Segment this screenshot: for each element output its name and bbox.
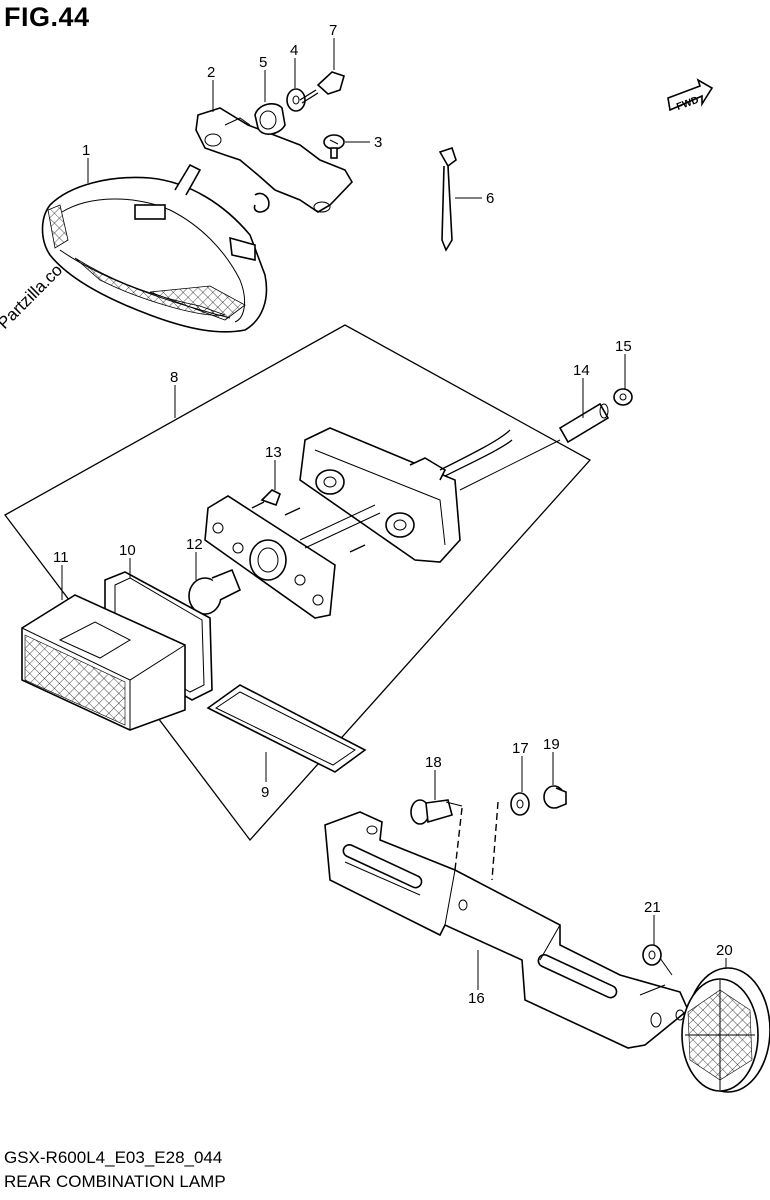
callout-17: 17 [512, 740, 529, 757]
part-1-tail-lamp [41, 163, 268, 333]
part-7-bolt [299, 71, 345, 104]
part-11-lens [21, 594, 186, 731]
diagram-code: GSX-R600L4_E03_E28_044 [4, 1148, 223, 1167]
part-4-washer [286, 88, 306, 112]
part-9-lens-plate [206, 684, 367, 773]
callout-6: 6 [486, 190, 494, 207]
forward-arrow-icon: FWD [667, 78, 714, 113]
figure-title: FIG.44 [4, 2, 90, 32]
callout-16: 16 [468, 990, 485, 1007]
callout-5: 5 [259, 54, 267, 71]
callout-14: 14 [573, 362, 590, 379]
callout-3: 3 [374, 134, 382, 151]
assembly-line-17 [491, 801, 499, 881]
callout-11: 11 [53, 549, 69, 566]
callout-15: 15 [615, 338, 632, 355]
diagram-name: REAR COMBINATION LAMP [4, 1172, 226, 1191]
part-3-screw [323, 134, 345, 159]
callout-2: 2 [207, 64, 215, 81]
callout-10: 10 [119, 542, 136, 559]
callout-labels: 1 2 3 4 5 6 7 8 9 10 11 12 13 14 15 16 1… [53, 22, 733, 1007]
part-16-license-bracket [324, 811, 689, 1049]
part-14-spacer [558, 402, 610, 444]
part-12-bulb [188, 568, 242, 615]
part-15-nut [613, 388, 633, 406]
part-21-nut [642, 944, 673, 976]
part-17-washer [510, 792, 530, 816]
callout-21: 21 [644, 899, 661, 916]
part-8-group-outline [4, 324, 592, 842]
callout-7: 7 [329, 22, 337, 39]
part-18-screw [410, 799, 463, 825]
part-2-bracket [195, 107, 353, 213]
callout-20: 20 [716, 942, 733, 959]
assembly-line-18 [454, 807, 463, 871]
part-6-cable-tie [438, 146, 457, 252]
callout-8: 8 [170, 369, 178, 386]
part-13-screw [251, 489, 281, 509]
part-20-reflector [681, 967, 770, 1093]
part-19-nut [543, 785, 567, 809]
callout-13: 13 [265, 444, 282, 461]
callout-1: 1 [82, 142, 90, 159]
socket-plate [204, 495, 381, 619]
part-5-grommet [254, 103, 286, 135]
callout-19: 19 [543, 736, 560, 753]
leader-lines [61, 38, 727, 990]
callout-9: 9 [261, 784, 269, 801]
callout-4: 4 [290, 42, 298, 59]
callout-18: 18 [425, 754, 442, 771]
callout-12: 12 [186, 536, 203, 553]
lamp-housing [299, 427, 561, 563]
